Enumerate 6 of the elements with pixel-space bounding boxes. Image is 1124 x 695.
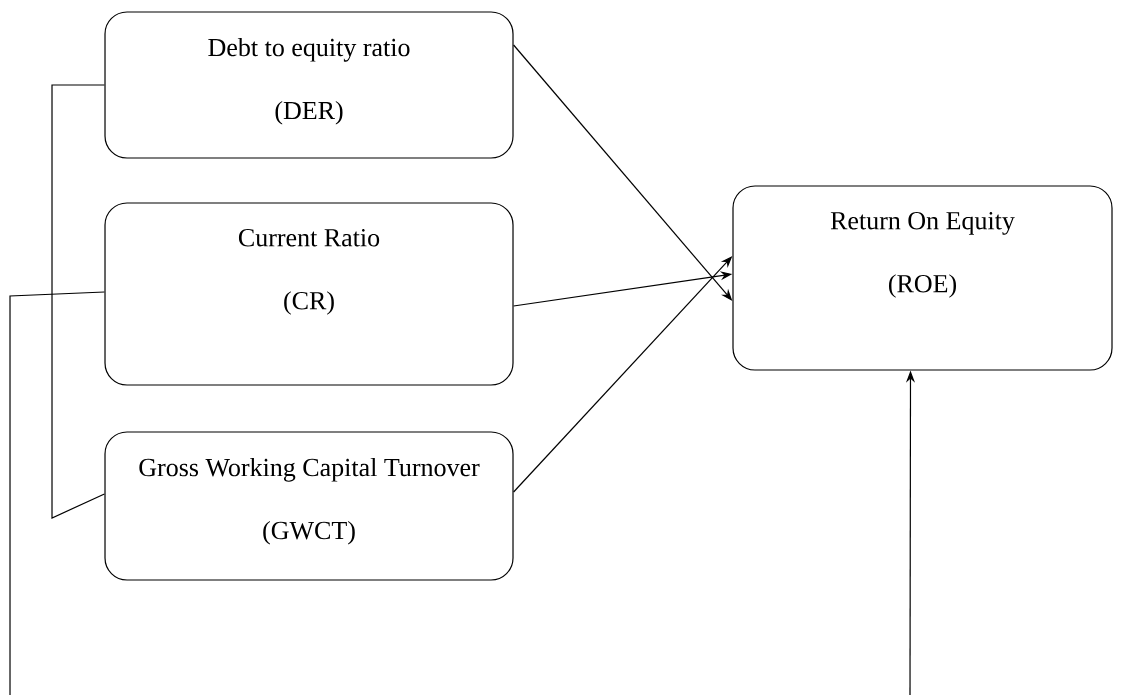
process-box: Current Ratio (CR) — [104, 202, 514, 386]
connector-line — [9, 291, 105, 695]
process-box: Gross Working Capital Turnover (GWCT) — [104, 431, 514, 581]
process-box: Debt to equity ratio (DER) — [104, 11, 514, 159]
connector-line — [51, 84, 105, 519]
process-box: Return On Equity (ROE) — [732, 185, 1113, 371]
